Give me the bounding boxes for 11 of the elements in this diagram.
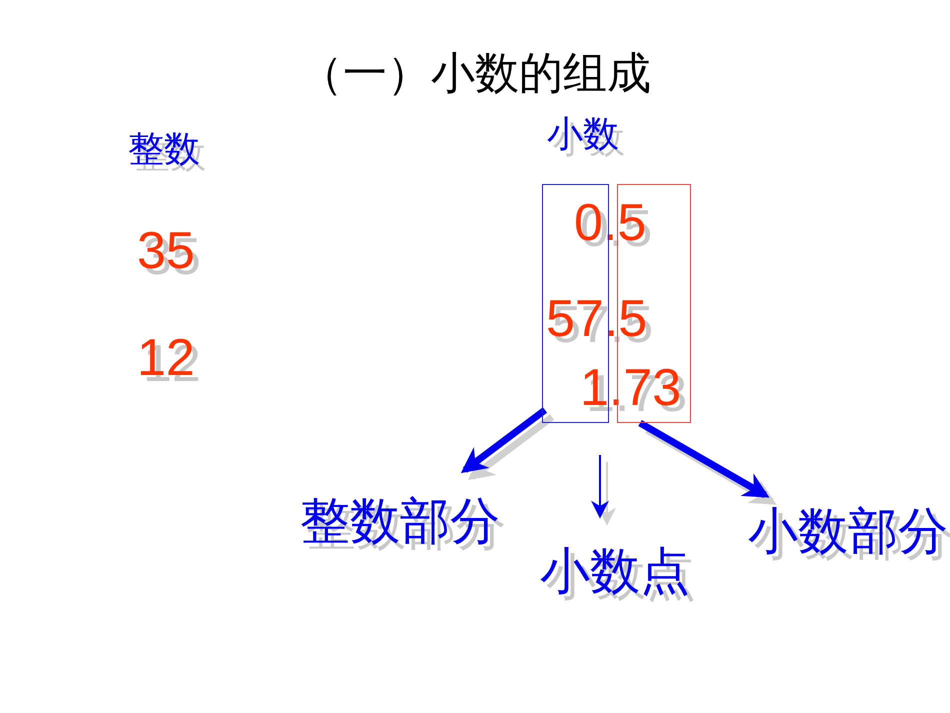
arrow — [460, 407, 548, 474]
term-label: 小数点 — [540, 546, 690, 596]
column-heading: 小数 — [547, 117, 619, 153]
arrow — [638, 420, 770, 498]
term-label: 小数部分 — [748, 506, 948, 556]
number-text: 35 — [137, 225, 195, 277]
arrow — [591, 455, 609, 519]
column-heading: 整数 — [128, 132, 200, 168]
term-label: 整数部分 — [300, 496, 500, 546]
title: （一）小数的组成 — [298, 52, 652, 96]
number-text: 12 — [137, 332, 195, 384]
